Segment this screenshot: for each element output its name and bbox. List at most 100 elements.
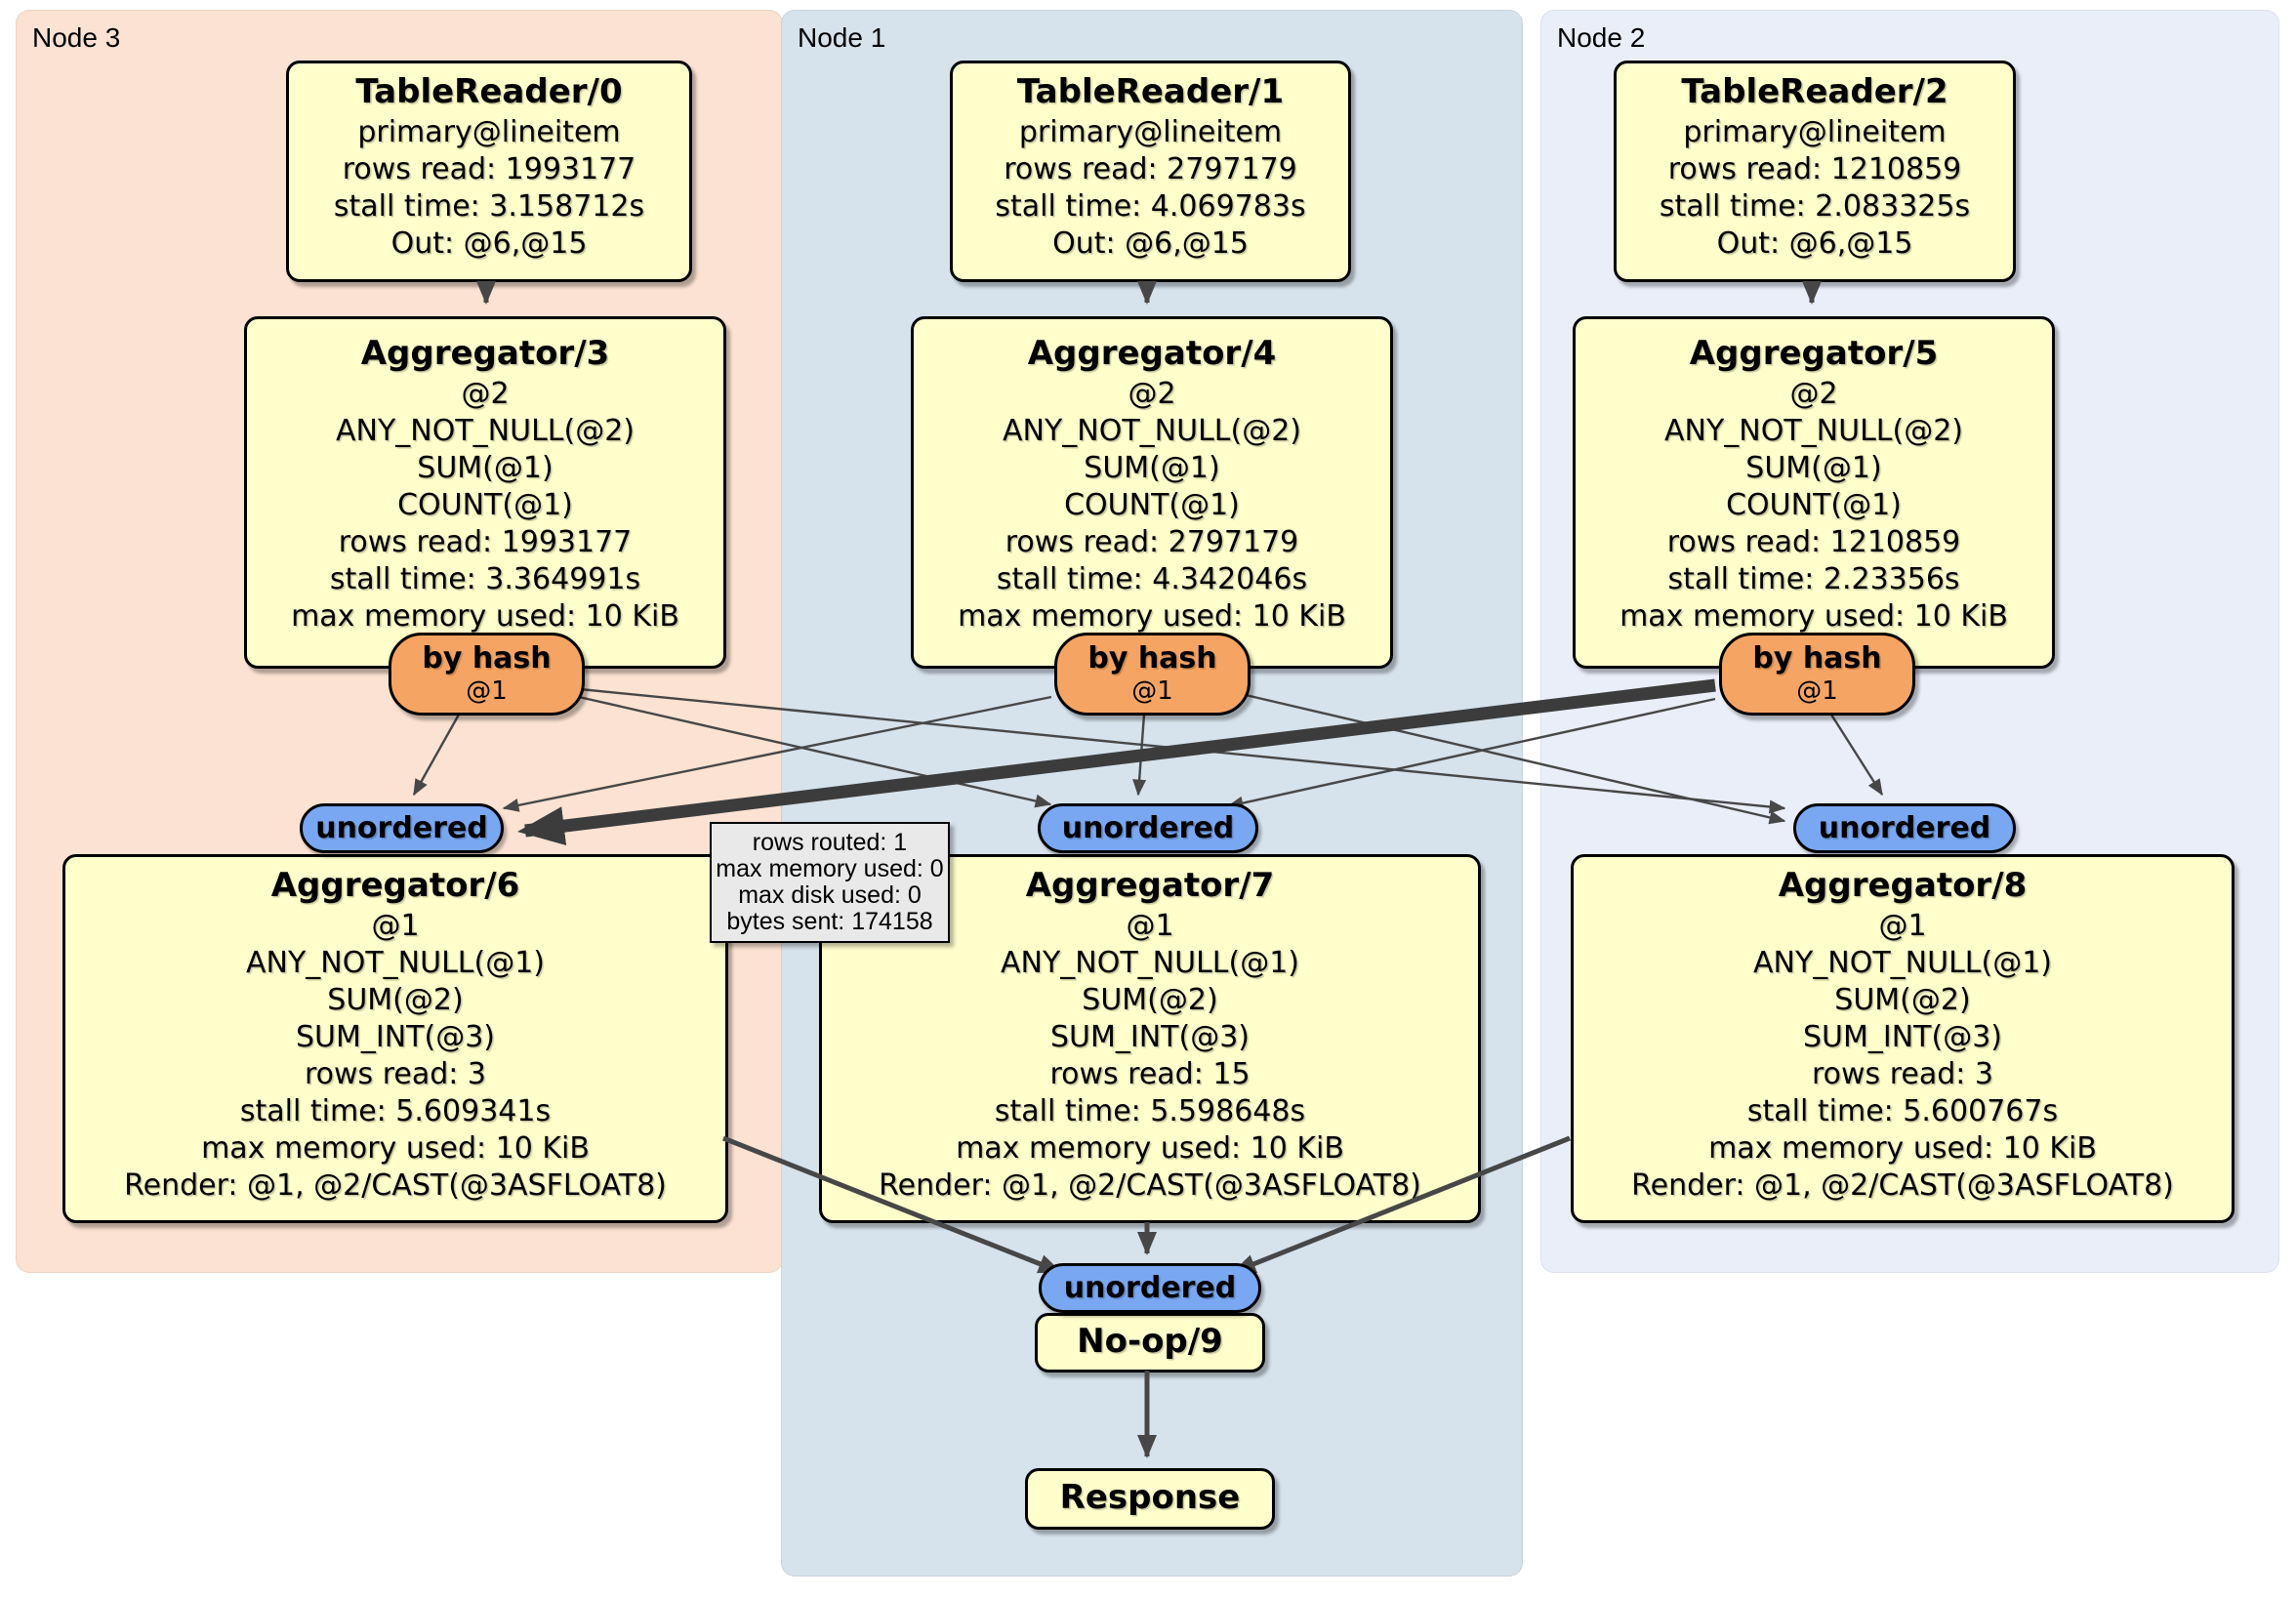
box-line: max memory used: 10 KiB	[1620, 599, 2008, 634]
box-line: @2	[1128, 377, 1176, 411]
box-line: @1	[371, 909, 420, 943]
box-title: Aggregator/6	[270, 866, 520, 905]
box-line: rows read: 2797179	[1004, 525, 1299, 559]
box-line: max disk used: 0	[738, 881, 922, 909]
box-line: stall time: 3.158712s	[333, 189, 645, 224]
hash-router-node2: by hash @1	[1719, 633, 1915, 716]
box-line: SUM(@1)	[417, 451, 554, 485]
box-title: TableReader/0	[355, 72, 623, 111]
hash-router-node3: by hash @1	[389, 633, 585, 716]
box-title: Aggregator/3	[360, 334, 610, 373]
box-title: TableReader/1	[1016, 72, 1285, 111]
box-line: Render: @1, @2/CAST(@3ASFLOAT8)	[879, 1168, 1421, 1203]
box-line: @2	[461, 377, 510, 411]
box-line: ANY_NOT_NULL(@2)	[1003, 414, 1301, 448]
box-line: ANY_NOT_NULL(@2)	[1664, 414, 1963, 448]
box-line: ANY_NOT_NULL(@1)	[1753, 946, 2052, 980]
sync-unordered-node1: unordered	[1038, 803, 1258, 853]
hash-router-label: by hash	[422, 641, 552, 676]
box-title: Aggregator/4	[1027, 334, 1277, 373]
box-line: rows read: 2797179	[1004, 152, 1297, 186]
box-line: bytes sent: 174158	[726, 908, 933, 935]
box-line: max memory used: 10 KiB	[958, 599, 1346, 634]
box-line: Out: @6,@15	[390, 226, 588, 261]
sync-unordered-final: unordered	[1039, 1263, 1261, 1313]
sync-unordered-node2: unordered	[1793, 803, 2016, 853]
box-line: Render: @1, @2/CAST(@3ASFLOAT8)	[1631, 1168, 2174, 1203]
box-line: rows read: 1210859	[1666, 525, 1961, 559]
box-line: COUNT(@1)	[1064, 488, 1240, 522]
hash-router-key: @1	[1131, 676, 1173, 706]
box-line: stall time: 2.083325s	[1659, 189, 1971, 224]
hash-router-label: by hash	[1752, 641, 1882, 676]
box-line: rows read: 15	[1049, 1057, 1250, 1091]
box-line: rows read: 3	[1811, 1057, 1994, 1091]
box-line: SUM(@2)	[327, 983, 464, 1017]
box-line: Out: @6,@15	[1716, 226, 1913, 261]
box-line: rows read: 3	[304, 1057, 487, 1091]
box-line: SUM(@1)	[1745, 451, 1882, 485]
box-line: SUM(@1)	[1084, 451, 1220, 485]
box-line: max memory used: 10 KiB	[201, 1131, 590, 1166]
box-line: max memory used: 10 KiB	[291, 599, 679, 634]
box-line: Render: @1, @2/CAST(@3ASFLOAT8)	[124, 1168, 667, 1203]
box-line: rows read: 1993177	[338, 525, 633, 559]
box-line: stall time: 4.069783s	[995, 189, 1306, 224]
box-line: ANY_NOT_NULL(@1)	[1001, 946, 1299, 980]
box-line: @1	[1126, 909, 1174, 943]
noop-9-box: No-op/9	[1035, 1313, 1265, 1372]
box-line: rows read: 1993177	[342, 152, 636, 186]
response-box: Response	[1025, 1468, 1275, 1530]
box-line: COUNT(@1)	[397, 488, 573, 522]
box-title: TableReader/2	[1681, 72, 1948, 111]
box-line: max memory used: 0	[716, 855, 944, 882]
box-line: ANY_NOT_NULL(@1)	[246, 946, 545, 980]
box-line: stall time: 3.364991s	[329, 562, 641, 596]
box-title: Response	[1059, 1478, 1241, 1517]
box-line: SUM_INT(@3)	[1050, 1020, 1250, 1054]
box-line: stall time: 5.600767s	[1746, 1094, 2059, 1128]
box-line: SUM_INT(@3)	[296, 1020, 495, 1054]
box-line: stall time: 2.23356s	[1667, 562, 1960, 596]
box-line: primary@lineitem	[357, 115, 621, 149]
hash-router-key: @1	[466, 676, 508, 706]
node-1-label: Node 1	[798, 22, 886, 53]
box-line: stall time: 5.609341s	[239, 1094, 552, 1128]
box-line: rows read: 1210859	[1667, 152, 1962, 186]
box-line: primary@lineitem	[1683, 115, 1947, 149]
box-line: max memory used: 10 KiB	[956, 1131, 1344, 1166]
box-line: SUM(@2)	[1834, 983, 1971, 1017]
box-line: max memory used: 10 KiB	[1708, 1131, 2097, 1166]
box-line: SUM_INT(@3)	[1803, 1020, 2002, 1054]
hash-router-label: by hash	[1087, 641, 1217, 676]
box-line: COUNT(@1)	[1726, 488, 1902, 522]
hash-router-node1: by hash @1	[1054, 633, 1250, 716]
box-line: SUM(@2)	[1082, 983, 1218, 1017]
box-title: Aggregator/7	[1025, 866, 1275, 905]
box-line: stall time: 5.598648s	[994, 1094, 1306, 1128]
sync-unordered-node3: unordered	[300, 803, 504, 853]
box-line: Out: @6,@15	[1052, 226, 1249, 261]
box-title: No-op/9	[1077, 1322, 1223, 1361]
box-line: stall time: 4.342046s	[996, 562, 1308, 596]
box-line: rows routed: 1	[752, 829, 908, 856]
hash-router-key: @1	[1796, 676, 1838, 706]
box-line: primary@lineitem	[1018, 115, 1283, 149]
node-3-label: Node 3	[32, 22, 121, 53]
